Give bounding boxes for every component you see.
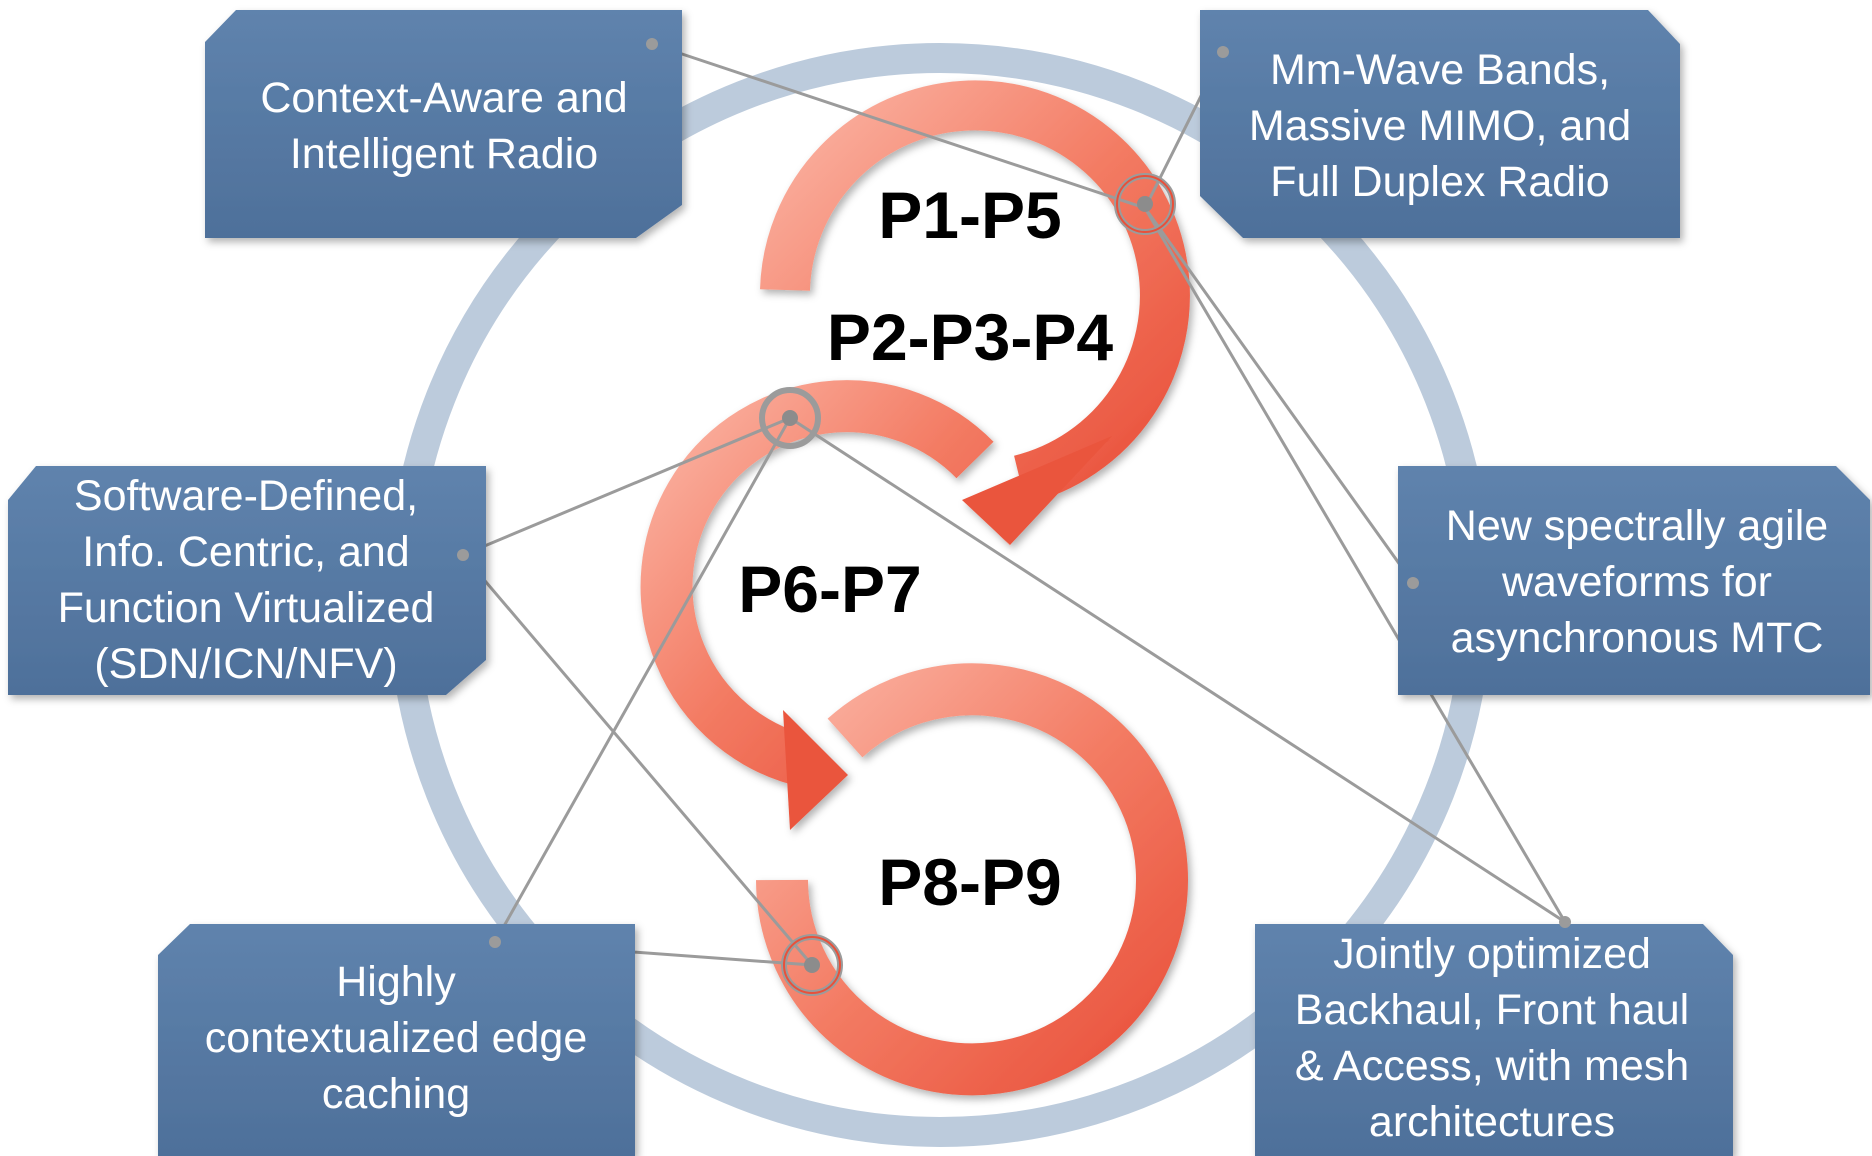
box-backhaul: Jointly optimized Backhaul, Front haul &… bbox=[1255, 924, 1733, 1156]
box-edge-caching: Highly contextualized edge caching bbox=[158, 924, 635, 1156]
box-context-aware-line-2: Intelligent Radio bbox=[290, 130, 598, 178]
box-edge-caching-line-2: contextualized edge bbox=[205, 1014, 588, 1062]
box-sdn-line-4: (SDN/ICN/NFV) bbox=[94, 640, 397, 688]
phase-label-p6-p7: P6-P7 bbox=[738, 552, 921, 626]
box-waveforms-line-3: asynchronous MTC bbox=[1451, 614, 1824, 662]
phase-label-p8-p9: P8-P9 bbox=[878, 845, 1061, 919]
box-sdn-line-3: Function Virtualized bbox=[58, 584, 435, 632]
box-waveforms: New spectrally agile waveforms for async… bbox=[1398, 466, 1870, 695]
box-mmwave-line-1: Mm-Wave Bands, bbox=[1270, 46, 1610, 94]
box-context-aware: Context-Aware and Intelligent Radio bbox=[205, 10, 682, 238]
box-waveforms-line-1: New spectrally agile bbox=[1446, 502, 1828, 550]
hub-bottom bbox=[781, 934, 843, 996]
arrow-p8-p9-icon bbox=[756, 663, 1188, 1096]
box-waveforms-line-2: waveforms for bbox=[1501, 558, 1772, 606]
arrow-p6-p7-icon bbox=[640, 380, 994, 830]
arrow-p1-p5-icon bbox=[760, 80, 1190, 548]
box-sdn-line-2: Info. Centric, and bbox=[82, 528, 409, 576]
box-backhaul-line-4: architectures bbox=[1369, 1098, 1615, 1146]
box-edge-caching-line-1: Highly bbox=[336, 958, 456, 1006]
box-edge-caching-line-3: caching bbox=[322, 1070, 470, 1118]
box-mmwave-line-2: Massive MIMO, and bbox=[1249, 102, 1631, 150]
box-sdn: Software-Defined, Info. Centric, and Fun… bbox=[8, 466, 486, 695]
box-context-aware-line-1: Context-Aware and bbox=[260, 74, 627, 122]
box-mmwave-line-3: Full Duplex Radio bbox=[1270, 158, 1609, 206]
box-sdn-line-1: Software-Defined, bbox=[74, 472, 418, 520]
box-backhaul-line-1: Jointly optimized bbox=[1333, 930, 1651, 978]
connector-lines bbox=[461, 42, 1567, 967]
box-backhaul-line-2: Backhaul, Front haul bbox=[1295, 986, 1689, 1034]
box-backhaul-line-3: & Access, with mesh bbox=[1295, 1042, 1689, 1090]
connector-dots bbox=[457, 38, 1571, 948]
phase-label-p2-p3-p4: P2-P3-P4 bbox=[827, 300, 1113, 374]
phase-label-p1-p5: P1-P5 bbox=[878, 178, 1061, 252]
hub-top-right bbox=[1114, 173, 1176, 235]
box-mmwave: Mm-Wave Bands, Massive MIMO, and Full Du… bbox=[1200, 10, 1680, 238]
hub-middle bbox=[759, 387, 821, 449]
